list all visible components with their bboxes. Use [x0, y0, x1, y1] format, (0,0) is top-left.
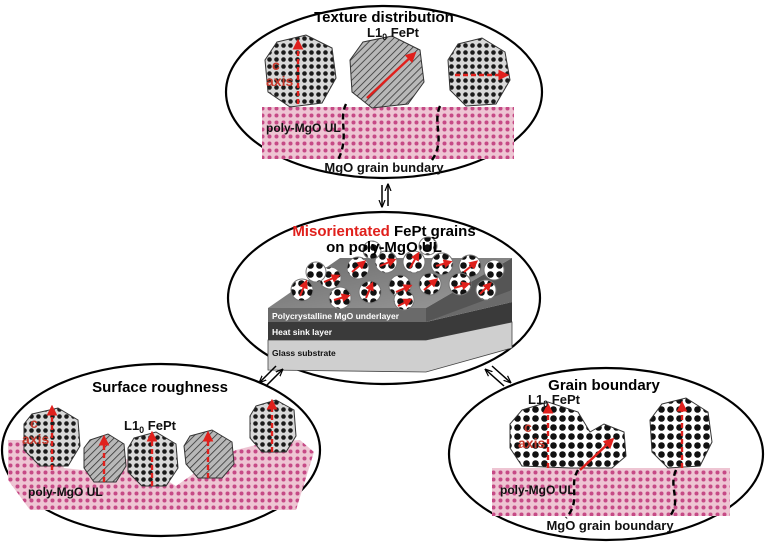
- boundary-line-left: [565, 469, 580, 519]
- roughness-mgo-layer: [8, 440, 314, 510]
- texture-grain-left: [264, 34, 337, 108]
- texture-boundary-line-right: [430, 105, 442, 161]
- boundary-axis-label: axis: [518, 435, 545, 451]
- equilibrium-arrow-right: [486, 365, 510, 387]
- boundary-panel: Grain boundary L10 FePt c axis poly-MgO …: [447, 366, 765, 542]
- roughness-panel: Surface roughness L10 FePt c axis poly-M…: [0, 362, 322, 538]
- equilibrium-arrow-left: [260, 365, 282, 387]
- center-title-line1: Misorientated FePt grains: [292, 223, 475, 240]
- roughness-axis-label: axis: [22, 431, 49, 447]
- roughness-c-label: c: [30, 415, 38, 431]
- boundary-fept-label: L10 FePt: [528, 392, 581, 409]
- boundary-line-right: [668, 469, 678, 517]
- heat-sink-layer: [268, 302, 512, 340]
- texture-fept-label: L10 FePt: [367, 25, 420, 42]
- center-panel: Misorientated FePt grains on poly-MgO UL…: [226, 210, 542, 386]
- texture-c-axis-arrow-tilted: [366, 51, 417, 99]
- roughness-mgo-label: poly-MgO UL: [28, 485, 103, 499]
- boundary-arrow-tilted: [579, 437, 615, 471]
- roughness-title: Surface roughness: [92, 379, 228, 396]
- roughness-fept-label: L10 FePt: [124, 418, 177, 435]
- layer-label-glass: Glass substrate: [272, 348, 336, 358]
- boundary-mgo-label: poly-MgO UL: [500, 483, 575, 497]
- center-title-line2: on poly-MgO UL: [326, 239, 442, 256]
- boundary-grain-left: [509, 401, 627, 469]
- texture-boundary-label: MgO grain bundary: [324, 160, 444, 175]
- texture-grain-right: [447, 37, 511, 107]
- boundary-mgo-layer: [492, 468, 730, 516]
- texture-panel: Texture distribution L10 FePt c axis pol…: [224, 4, 544, 180]
- texture-title: Texture distribution: [314, 9, 454, 26]
- texture-boundary-line-left: [336, 103, 348, 161]
- center-red-arrows: [299, 251, 492, 307]
- mgo-underlayer: [268, 290, 512, 322]
- boundary-title: Grain boundary: [548, 377, 660, 394]
- texture-mgo-label: poly-MgO UL: [266, 121, 341, 135]
- boundary-c-label: c: [524, 419, 532, 435]
- texture-axis-label: axis: [266, 73, 293, 89]
- layer-label-heat-sink: Heat sink layer: [272, 327, 333, 337]
- texture-c-label: c: [272, 57, 280, 73]
- equilibrium-arrow-top: [382, 185, 388, 206]
- boundary-boundary-label: MgO grain boundary: [546, 518, 674, 533]
- layer-label-mgo: Polycrystalline MgO underlayer: [272, 311, 400, 321]
- texture-mgo-layer: [262, 107, 514, 159]
- texture-grain-middle: [349, 35, 425, 109]
